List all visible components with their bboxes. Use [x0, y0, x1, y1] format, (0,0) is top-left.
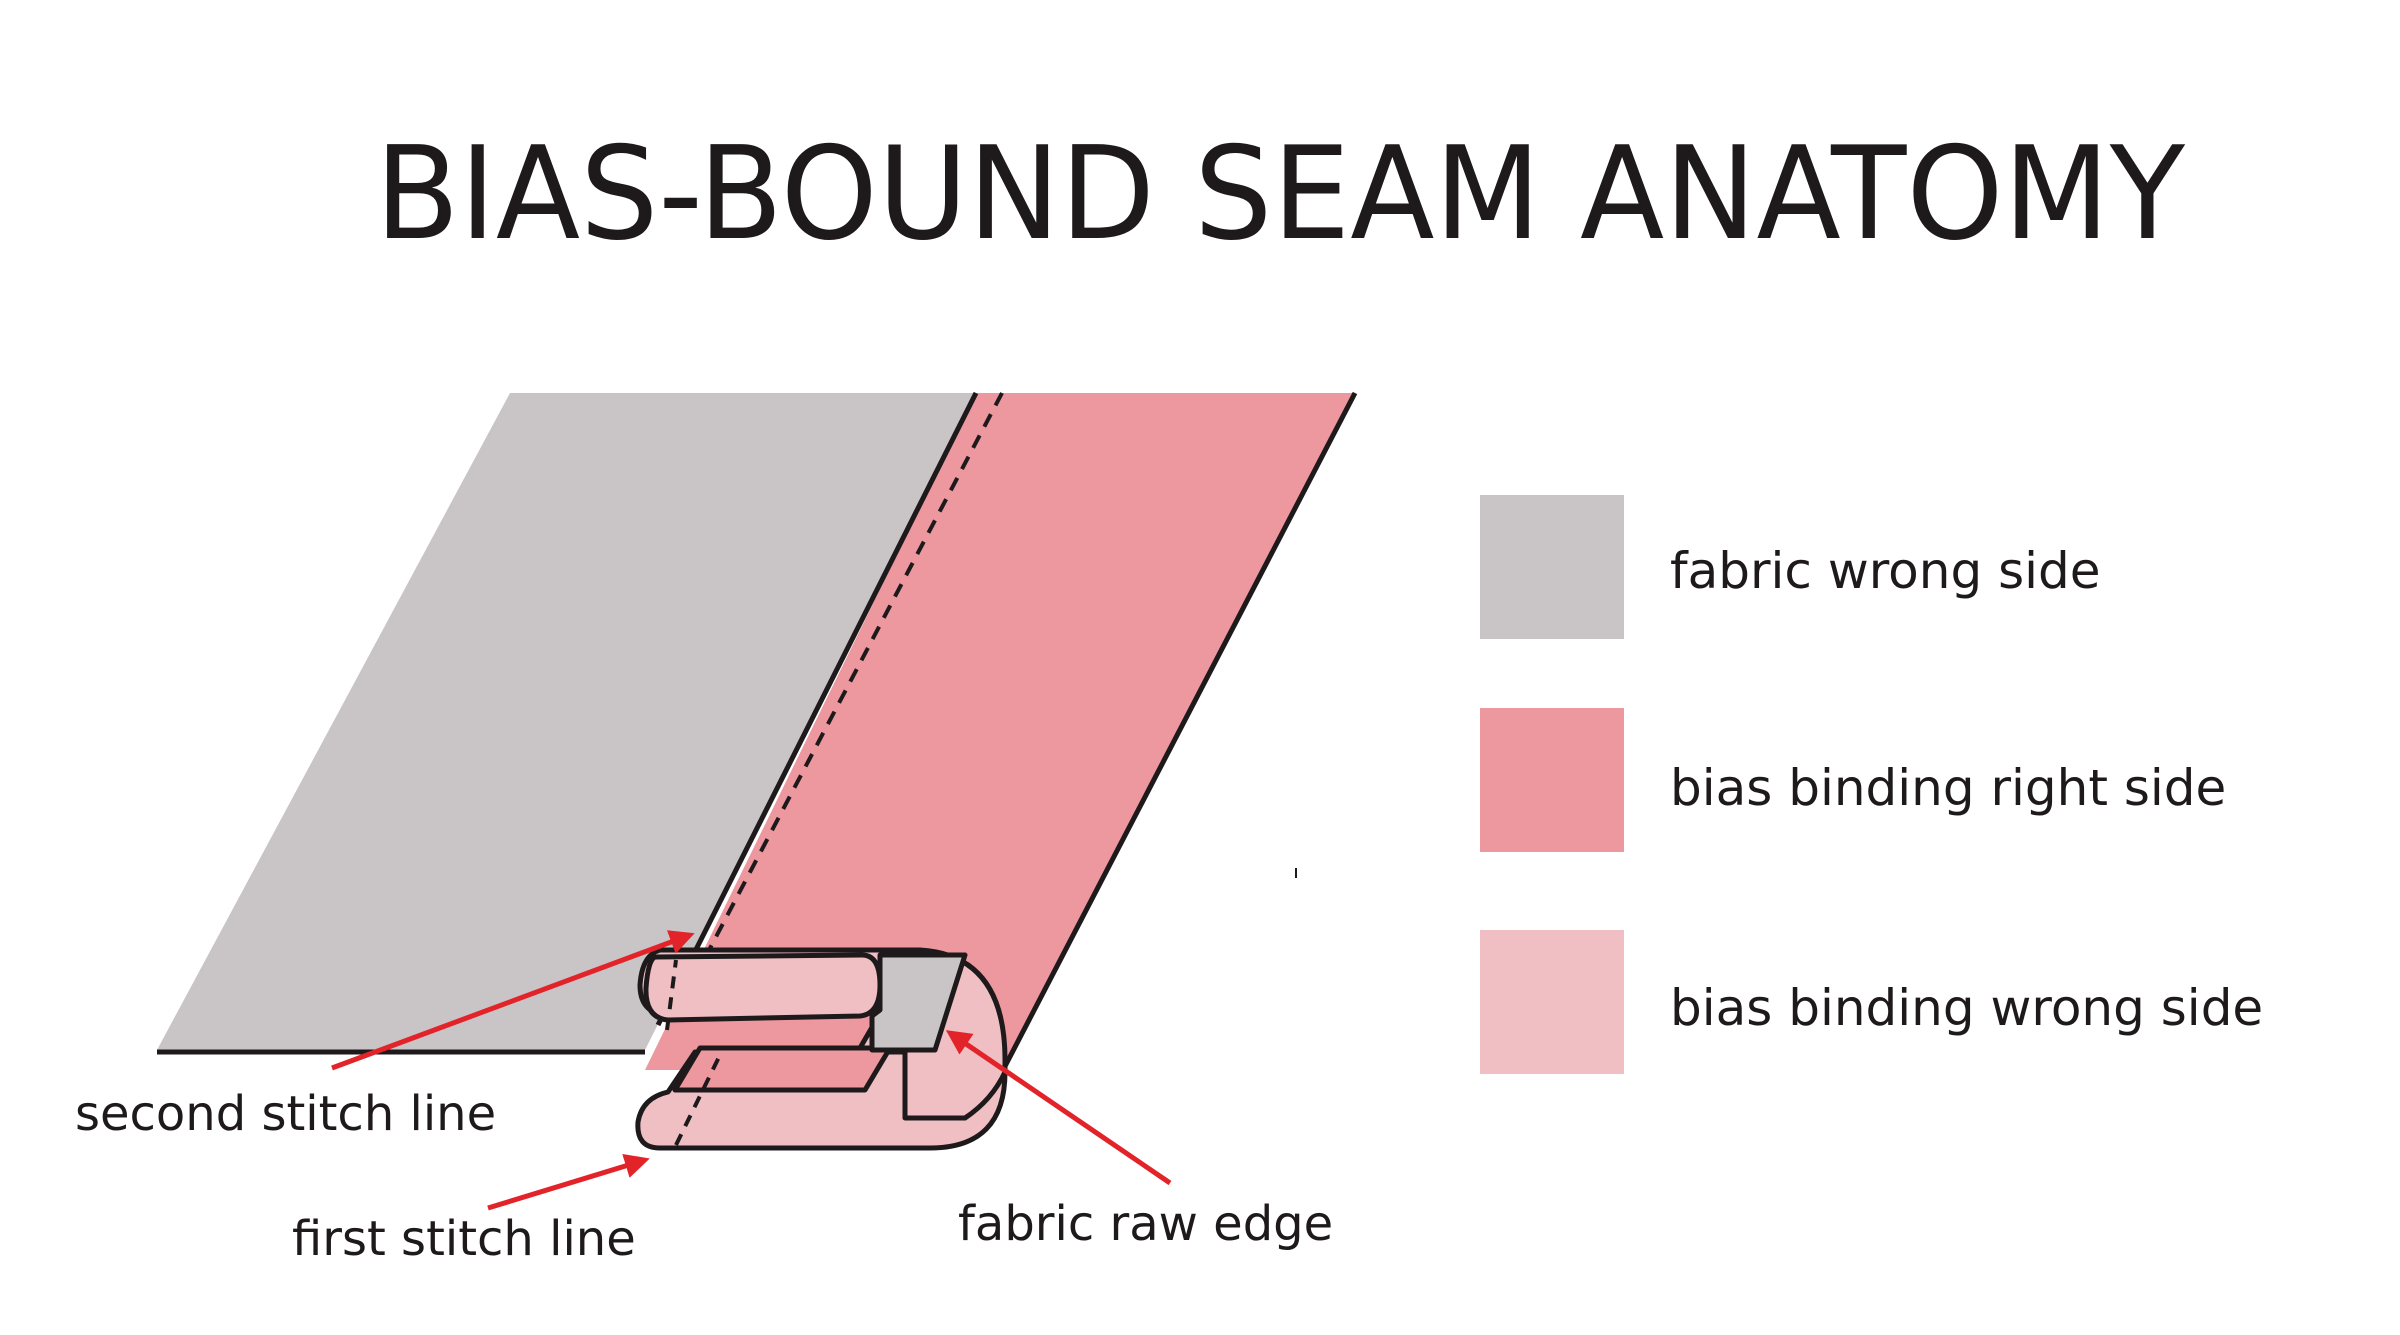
bias-binding-right-side-strip	[645, 393, 1355, 1070]
legend-swatch-bias-binding-wrong-side	[1480, 930, 1624, 1074]
fabric-raw-edge-insert	[869, 952, 968, 1053]
legend-swatch-bias-binding-right-side	[1480, 708, 1624, 852]
binding-right-edge	[999, 391, 1358, 1074]
arrow-first-stitch-line	[487, 1153, 650, 1211]
label-first-stitch-line: first stitch line	[292, 1211, 636, 1267]
fabric-wrong-side-panel	[157, 393, 976, 1050]
arrow-second-stitch-line	[331, 930, 695, 1071]
legend: fabric wrong side bias binding right sid…	[1480, 495, 2263, 1074]
legend-label-bias-binding-right-side: bias binding right side	[1670, 759, 2226, 817]
legend-label-fabric-wrong-side: fabric wrong side	[1670, 542, 2101, 600]
legend-label-bias-binding-wrong-side: bias binding wrong side	[1670, 979, 2263, 1037]
label-fabric-raw-edge: fabric raw edge	[958, 1196, 1333, 1252]
binding-inner-pocket	[643, 952, 883, 1023]
first-stitch-line	[674, 1054, 722, 1146]
label-second-stitch-line: second stitch line	[75, 1086, 496, 1142]
legend-swatch-fabric-wrong-side	[1480, 495, 1624, 639]
arrow-fabric-raw-edge	[945, 1030, 1172, 1186]
diagram-title: BIAS-BOUND SEAM ANATOMY	[375, 120, 2186, 269]
binding-left-fold-edge	[655, 391, 979, 1027]
second-stitch-line-lower	[665, 959, 678, 1031]
